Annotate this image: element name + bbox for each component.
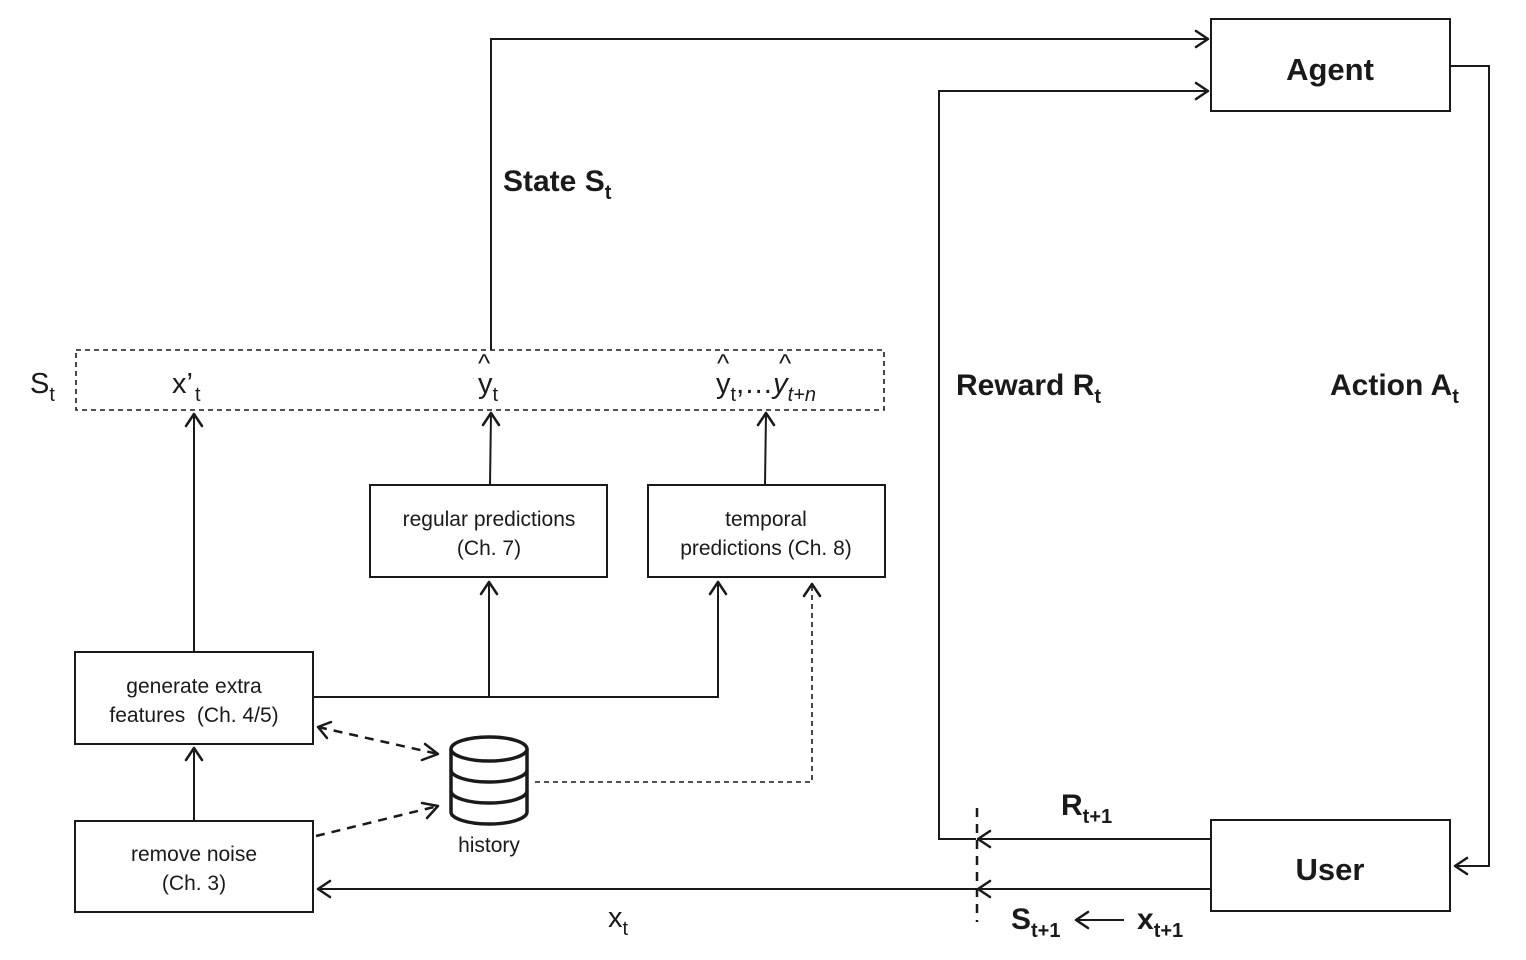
regular-to-yhat-line: [489, 412, 492, 486]
agent-to-user-arrowhead: [1453, 856, 1469, 876]
history-database-icon: [449, 735, 529, 826]
user-reward-arrowhead: [976, 829, 992, 849]
regular-predictions-line-2: (Ch. 7): [457, 537, 521, 560]
state-next-arrowhead: [1074, 910, 1090, 930]
x-next-label: xt+1: [1137, 903, 1183, 942]
reward-to-agent-line: [938, 90, 1208, 840]
temporal-predictions-line-2: predictions (Ch. 8): [680, 537, 852, 560]
user-label: User: [1296, 852, 1365, 887]
state-vector-container: [75, 349, 885, 411]
features-to-regular-arrowhead: [479, 580, 499, 596]
regular-to-yhat-arrowhead: [481, 411, 501, 427]
temporal-predictions-box: temporal predictions (Ch. 8): [647, 484, 886, 578]
features-history-arrowhead-right: [420, 742, 440, 762]
observation-to-noise-arrowhead: [316, 879, 332, 899]
action-label: Action At: [1330, 369, 1459, 408]
remove-noise-line-1: remove noise: [131, 843, 257, 866]
features-history-link: [317, 725, 439, 756]
history-to-temporal-line: [535, 584, 813, 783]
history-label: history: [458, 834, 520, 857]
temporal-predictions-line-1: temporal: [725, 508, 807, 531]
agent-label: Agent: [1286, 52, 1374, 87]
generate-features-box: generate extra features (Ch. 4/5): [74, 651, 314, 745]
history-to-temporal-arrowhead: [802, 582, 822, 598]
remove-noise-line-2: (Ch. 3): [162, 872, 226, 895]
temporal-to-yrange-arrowhead: [756, 411, 776, 427]
generate-features-line-2: features (Ch. 4/5): [109, 704, 278, 727]
noise-to-features-arrowhead: [184, 746, 204, 762]
state-label: State St: [503, 165, 612, 204]
regular-predictions-box: regular predictions (Ch. 7): [369, 484, 608, 578]
state-to-agent-arrowhead: [1194, 29, 1210, 49]
x-t-label: xt: [608, 902, 629, 940]
reward-label: Reward Rt: [956, 369, 1101, 408]
reward-next-label: Rt+1: [1061, 789, 1112, 828]
x-prime-t-label: x’t: [172, 368, 201, 406]
noise-history-arrowhead: [420, 801, 440, 820]
features-history-arrowhead-left: [316, 720, 333, 740]
generate-features-line-1: generate extra: [126, 675, 262, 698]
y-hat-range-label: yt,…yt+n: [716, 368, 816, 406]
state-vector-label: St: [30, 368, 55, 406]
agent-box: Agent: [1210, 18, 1451, 112]
features-to-xprime-arrowhead: [184, 412, 204, 428]
y-hat-range-accent-b: ^: [779, 348, 792, 378]
noise-history-link: [315, 804, 439, 838]
features-to-predictions-line: [313, 582, 719, 698]
features-to-temporal-arrowhead: [708, 580, 728, 596]
agent-to-user-line: [1450, 65, 1490, 867]
user-box: User: [1210, 819, 1451, 912]
y-hat-accent: ^: [478, 348, 491, 378]
y-hat-range-accent-a: ^: [717, 348, 730, 378]
state-next-label: St+1: [1011, 903, 1060, 942]
y-hat-t-label: yt: [478, 368, 499, 406]
temporal-to-yrange-line: [764, 412, 767, 486]
remove-noise-box: remove noise (Ch. 3): [74, 820, 314, 913]
reward-to-agent-arrowhead: [1194, 81, 1210, 101]
state-to-agent-line: [490, 38, 1208, 350]
regular-predictions-line-1: regular predictions: [403, 508, 576, 531]
